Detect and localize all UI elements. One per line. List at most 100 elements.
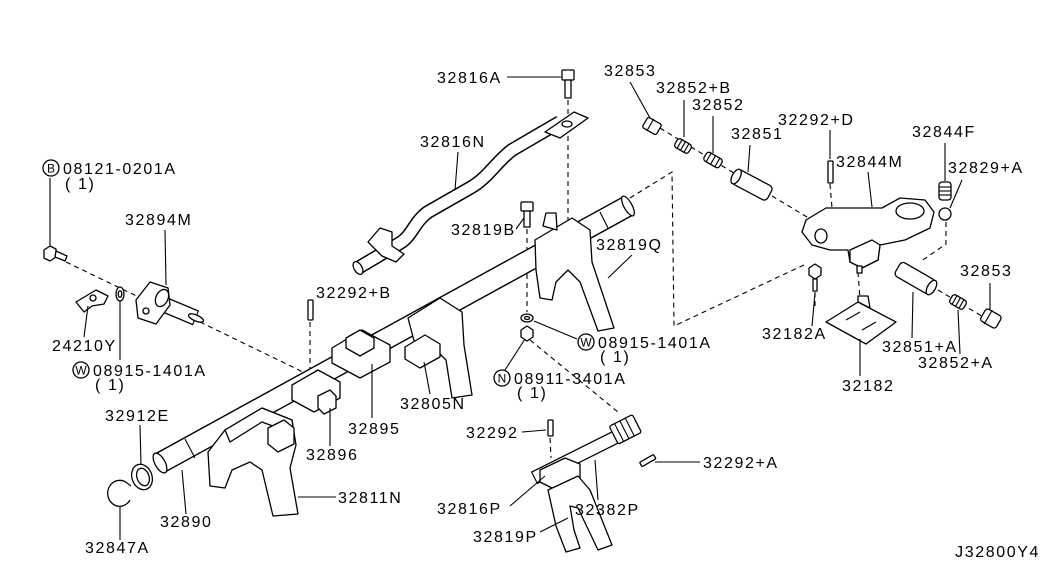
leader-32851 (747, 144, 751, 173)
lever-32844m-arm (849, 239, 881, 269)
label-32852b: 32852+B (656, 80, 732, 97)
label-32851a: 32851+A (882, 339, 958, 356)
spring-32852b-coil (676, 139, 683, 149)
callout-n-symbol: N (498, 372, 507, 386)
pin-32292a (639, 454, 657, 468)
label-32844f: 32844F (912, 124, 976, 141)
label-32811n: 32811N (338, 490, 402, 507)
plunger-32851-end (730, 168, 742, 185)
leader-32844m (867, 171, 873, 208)
dashed-line-ball (919, 222, 947, 263)
upper-rod-bracket (367, 227, 405, 263)
lever-32844m-pin (856, 265, 863, 274)
leader-32292 (521, 429, 547, 433)
washer-left-inner (117, 290, 123, 298)
callout-n-code: 08911-3401A (514, 371, 627, 388)
label-32890: 32890 (160, 514, 213, 531)
callout-b-symbol: B (47, 162, 55, 176)
bolt-32819b-head (520, 201, 534, 212)
block-32895 (331, 329, 391, 379)
spring-32852-coil (705, 152, 712, 163)
dashed-line-shaft-to-selector (629, 171, 807, 327)
label-32292b: 32292+B (316, 285, 392, 302)
label-32852a: 32852+A (918, 355, 994, 372)
upper-rod-tab-hole (561, 120, 573, 128)
leader-32816p (509, 475, 546, 507)
bolt-32819b (520, 201, 534, 228)
label-32805n: 32805N (400, 396, 466, 413)
pin-32292b (307, 299, 314, 321)
nut-08911-3401a (520, 325, 534, 342)
bolt-32816a-shank (564, 79, 572, 99)
rail-spline-rib (624, 417, 635, 437)
callout-w-left-code: 08915-1401A (93, 363, 207, 380)
spring-32852b-coil (683, 143, 690, 153)
label-32844m: 32844M (836, 154, 903, 171)
plunger-32851a-end (925, 279, 938, 296)
diagram-id: J32800Y4 (955, 544, 1040, 561)
label-32292: 32292 (466, 425, 519, 442)
part-labels: 32816A 32853 32852+B 32852 32292+D 32851… (52, 63, 1024, 557)
plate-32182-body (825, 301, 897, 345)
striking-lever-32844m (801, 197, 935, 274)
label-32816n: 32816N (420, 134, 486, 151)
leader-32829a (949, 179, 963, 209)
upper-rod-end (352, 260, 364, 276)
bolt-32816a-head (561, 69, 575, 81)
shift-fork-32819p (547, 475, 613, 553)
dashed-line-pin-32292d (829, 183, 833, 209)
ring-32912e-inner (135, 467, 151, 487)
label-32895: 32895 (348, 421, 401, 438)
callout-n-qty: ( 1) (517, 385, 547, 402)
plug-32853-top (642, 116, 662, 136)
plug-32853-right (980, 308, 1002, 329)
label-32816a: 32816A (437, 70, 502, 87)
spring-32852-coil (710, 155, 716, 165)
callout-w-right-symbol: W (580, 336, 592, 350)
plunger-32851a (894, 261, 938, 296)
label-24210y: 24210Y (52, 338, 117, 355)
upper-rod-body (355, 117, 563, 273)
label-32853-top: 32853 (604, 63, 657, 80)
spring-32844f (938, 181, 952, 201)
leader-08915-right (533, 320, 578, 340)
flange-boss (154, 288, 170, 308)
callout-w-left-qty: ( 1) (95, 377, 125, 394)
collar-32896-lug (317, 389, 337, 415)
washer-08915-1401a-left (115, 286, 125, 302)
bolt-08121-head (43, 245, 57, 262)
callout-w-right-qty: ( 1) (600, 349, 630, 366)
lever-32844m-hole (814, 228, 828, 244)
label-32819b: 32819B (451, 222, 516, 239)
spring-32852a (949, 294, 967, 310)
leader-32805n (423, 361, 431, 395)
fork-32819q-tab (542, 212, 558, 231)
leader-32894m (164, 229, 167, 286)
fork-32805n-clip (404, 334, 441, 369)
label-32912e: 32912E (105, 408, 170, 425)
plate-32182-tab (857, 295, 871, 309)
bracket-24210y (75, 289, 109, 313)
bolt-32182a-head (808, 263, 822, 280)
rail-spline-body (609, 414, 642, 445)
label-32829a: 32829+A (948, 160, 1024, 177)
spring-32852-coil (714, 157, 721, 168)
callout-w-right-code: 08915-1401A (598, 335, 712, 352)
dashed-line-flange-to-shaft (199, 321, 304, 373)
callout-bolt-b: B 08121-0201A ( 1) (42, 159, 175, 193)
dashed-line-left-bolt (65, 261, 146, 301)
spring-32852b-coil (680, 141, 686, 151)
pin-32292d (827, 160, 834, 184)
label-32847a: 32847A (85, 540, 150, 557)
leader-32853-top (629, 81, 651, 119)
plug-32853-top-flange (646, 118, 655, 132)
shift-fork-32811n (207, 407, 299, 517)
shift-fork-32819q (534, 212, 615, 332)
bolt-32182a (808, 263, 822, 292)
block-32895-top (345, 329, 375, 357)
rail-32382p-spline (609, 414, 642, 445)
shift-rod-end-right (620, 195, 636, 217)
bolt-32816a (561, 69, 575, 99)
rail-spline-rib (614, 423, 625, 442)
